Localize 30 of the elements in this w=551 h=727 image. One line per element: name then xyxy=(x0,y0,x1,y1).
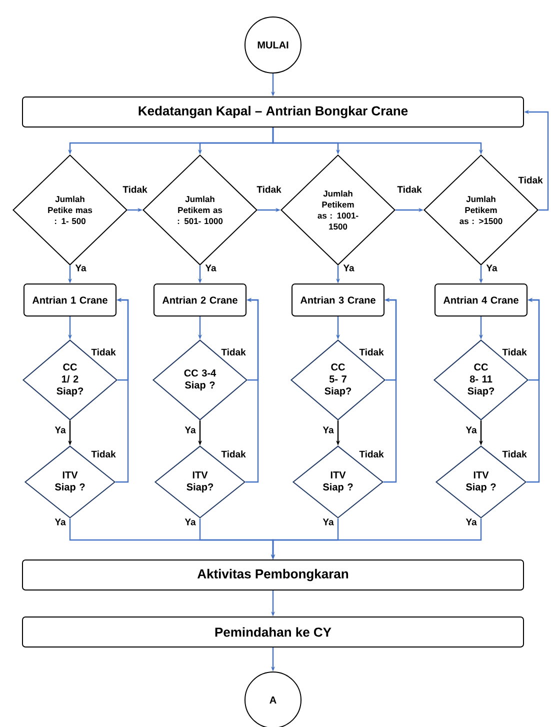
edge-label: Ya xyxy=(184,426,196,434)
edge-label: Ya xyxy=(54,426,66,434)
process-box: Antrian 2 Crane xyxy=(154,284,246,316)
edge-label: Tidak xyxy=(91,348,116,356)
edge-label: Ya xyxy=(322,518,334,526)
process-box: Antrian 3 Crane xyxy=(292,284,384,316)
edge-label: Tidak xyxy=(122,186,148,193)
edge-label: Ya xyxy=(205,264,216,272)
process-box: Pemindahan ke CY xyxy=(22,616,524,648)
process-box: Antrian 1 Crane xyxy=(24,284,116,316)
edge-label: Tidak xyxy=(359,450,384,458)
edge-label: Ya xyxy=(343,264,354,272)
edge-label: Tidak xyxy=(221,450,246,458)
edge-label: Ya xyxy=(54,518,66,526)
edge-label: Tidak xyxy=(397,186,422,193)
edge-label: Tidak xyxy=(91,450,116,458)
edge-label: Ya xyxy=(184,518,196,526)
edge-label: Tidak xyxy=(502,450,527,458)
process-box: Aktivitas Pembongkaran xyxy=(22,560,524,590)
edge-label: Ya xyxy=(466,426,477,434)
process-box: Kedatangan Kapal – Antrian Bongkar Crane xyxy=(22,96,524,128)
edge-label: Tidak xyxy=(256,186,282,193)
edge-label: Ya xyxy=(486,264,498,272)
edge-label: Ya xyxy=(75,264,86,272)
edge-label: Tidak xyxy=(502,348,527,356)
edge-label: Tidak xyxy=(221,348,246,356)
edge-label: Tidak xyxy=(359,348,384,356)
edge-label: Ya xyxy=(466,518,477,526)
edge-label: Ya xyxy=(322,426,334,434)
process-box: Antrian 4 Crane xyxy=(434,284,528,316)
